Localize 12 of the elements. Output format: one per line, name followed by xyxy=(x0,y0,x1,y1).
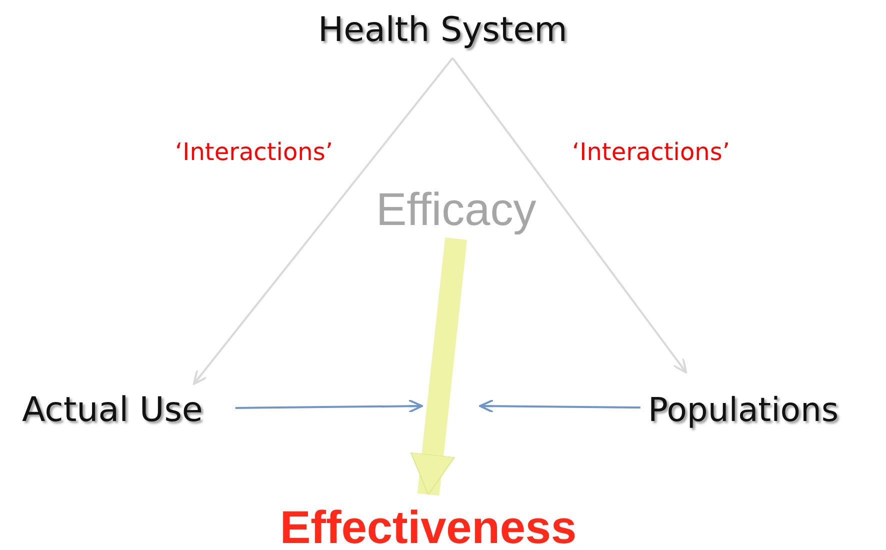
edge-label: ‘Interactions’ xyxy=(572,138,730,166)
node-label: Health System xyxy=(318,10,568,50)
arrow xyxy=(452,57,688,374)
edge-label: ‘Interactions’ xyxy=(175,138,333,166)
node-label: Efficacy xyxy=(376,182,536,236)
node-label: Populations xyxy=(648,390,839,429)
arrow xyxy=(479,399,640,414)
block-arrow xyxy=(410,238,468,496)
arrow xyxy=(192,57,454,385)
arrow xyxy=(235,399,423,414)
node-label: Effectiveness xyxy=(280,500,577,550)
node-label: Actual Use xyxy=(22,390,203,430)
